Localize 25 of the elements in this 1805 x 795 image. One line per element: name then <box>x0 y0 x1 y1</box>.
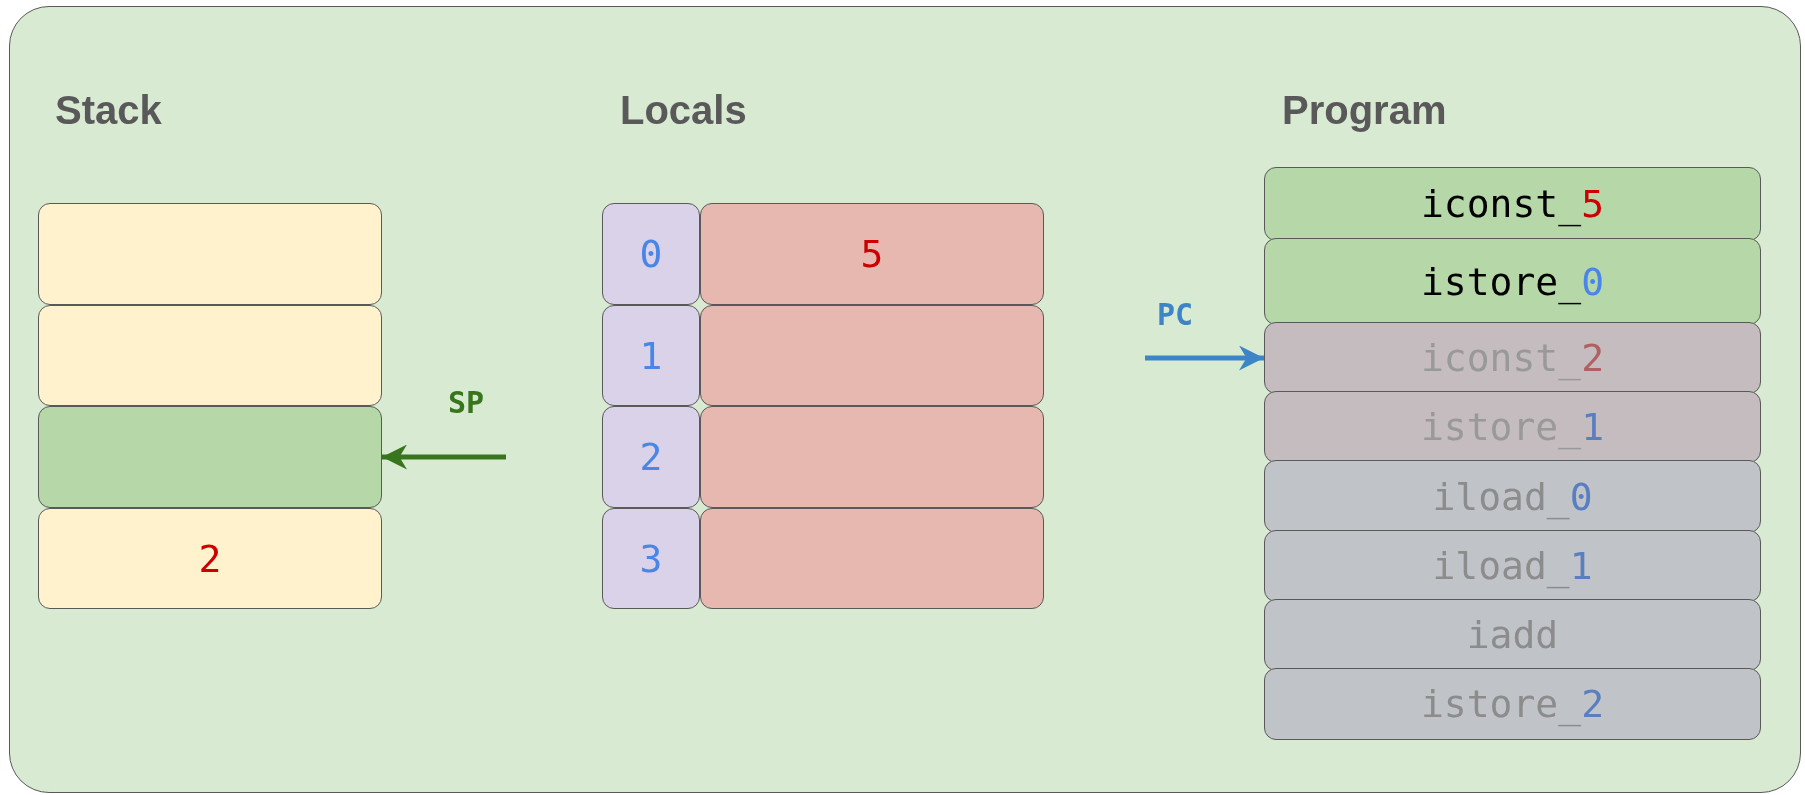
stack-slot <box>38 203 382 305</box>
pointer-arrow <box>1145 345 1264 371</box>
local-index-cell: 0 <box>602 203 700 305</box>
local-index-cell: 3 <box>602 508 700 609</box>
edge-label: SP <box>448 385 485 420</box>
local-index-cell: 2 <box>602 406 700 508</box>
instruction-row: iconst_5 <box>1264 167 1761 241</box>
instruction-row: iload_1 <box>1264 530 1761 602</box>
stack-slot <box>38 305 382 406</box>
column-heading: Stack <box>55 88 162 133</box>
local-value-cell: 5 <box>700 203 1044 305</box>
stack-slot <box>38 406 382 508</box>
instruction-row: istore_2 <box>1264 668 1761 740</box>
local-value-cell <box>700 406 1044 508</box>
local-value-cell <box>700 305 1044 406</box>
column-heading: Program <box>1282 88 1447 133</box>
instruction-row: iload_0 <box>1264 460 1761 533</box>
instruction-row: istore_0 <box>1264 238 1761 325</box>
column-heading: Locals <box>620 88 747 133</box>
edge-label: PC <box>1157 297 1194 332</box>
pointer-arrow <box>382 444 506 470</box>
local-value-cell <box>700 508 1044 609</box>
instruction-row: iadd <box>1264 599 1761 671</box>
stack-slot: 2 <box>38 508 382 609</box>
local-index-cell: 1 <box>602 305 700 406</box>
